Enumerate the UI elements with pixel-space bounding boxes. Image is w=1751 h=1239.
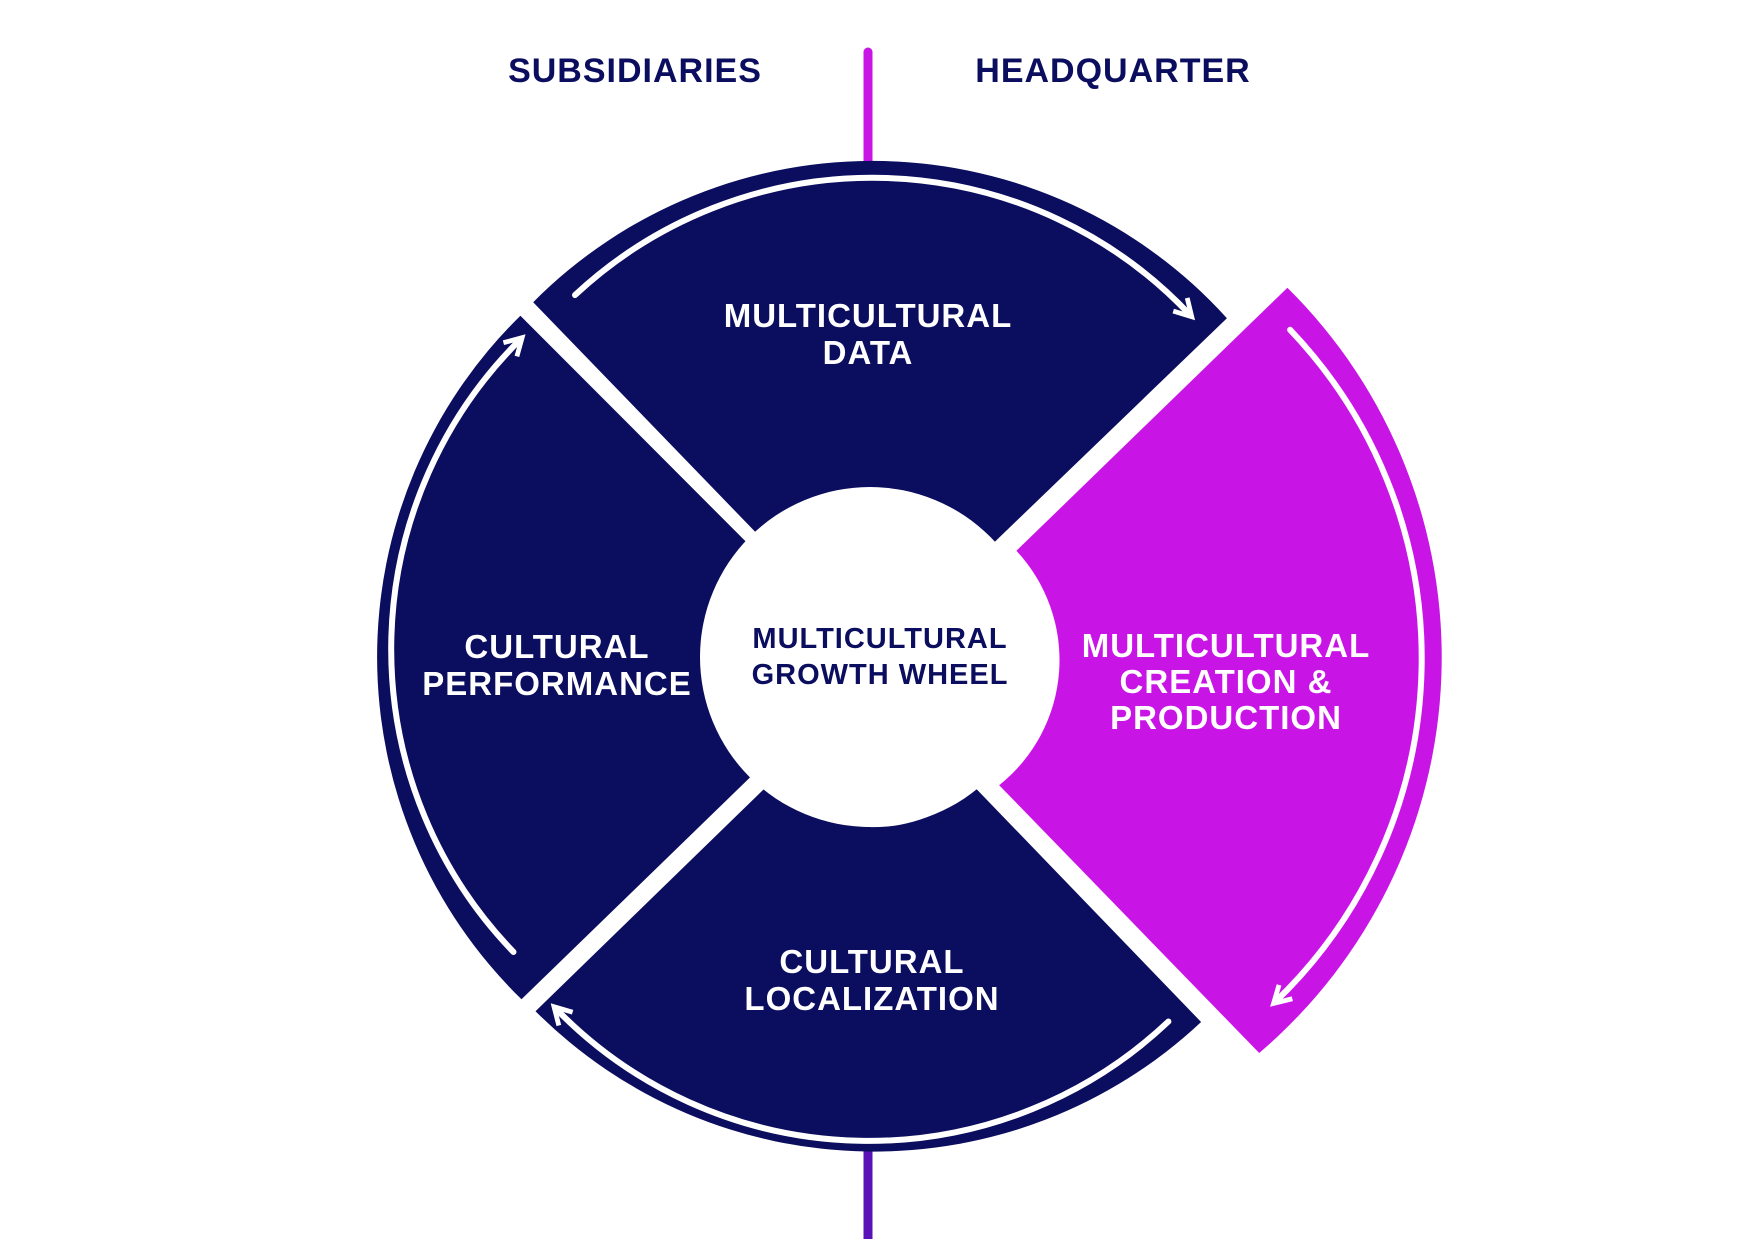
center-label-line1: MULTICULTURAL (752, 623, 1007, 655)
segment-label-localization-line1: CULTURAL (779, 943, 964, 980)
segment-label-performance-line1: CULTURAL (464, 628, 649, 665)
arrow-localization-to-performance (550, 1003, 1172, 1144)
arrow-performance-to-data (388, 334, 526, 955)
headquarter-label: HEADQUARTER (975, 52, 1250, 90)
segment-label-performance: CULTURAL PERFORMANCE (422, 628, 692, 702)
segment-label-data-line1: MULTICULTURAL (724, 297, 1013, 334)
subsidiaries-label: SUBSIDIARIES (508, 52, 762, 90)
segment-label-data-line2: DATA (823, 334, 914, 371)
center-label: MULTICULTURAL GROWTH WHEEL (752, 623, 1009, 691)
arrow-creation-to-localization (1270, 326, 1425, 1007)
center-label-line2: GROWTH WHEEL (752, 659, 1009, 691)
segment-label-localization-line2: LOCALIZATION (744, 980, 999, 1017)
segment-cultural-performance (377, 315, 758, 1000)
segment-label-creation: MULTICULTURAL CREATION & PRODUCTION (1082, 627, 1371, 736)
arrow-data-to-creation (572, 174, 1196, 321)
segment-multicultural-creation (999, 287, 1442, 1053)
segment-multicultural-data (533, 160, 1227, 548)
center-circle (700, 487, 1040, 827)
segment-label-creation-line3: PRODUCTION (1110, 699, 1342, 736)
segment-label-localization: CULTURAL LOCALIZATION (744, 943, 999, 1017)
segment-label-data: MULTICULTURAL DATA (724, 297, 1013, 371)
segment-cultural-localization (535, 783, 1202, 1152)
segment-label-creation-line1: MULTICULTURAL (1082, 627, 1371, 664)
segment-label-creation-line2: CREATION & (1120, 663, 1333, 700)
segment-label-performance-line2: PERFORMANCE (422, 665, 692, 702)
